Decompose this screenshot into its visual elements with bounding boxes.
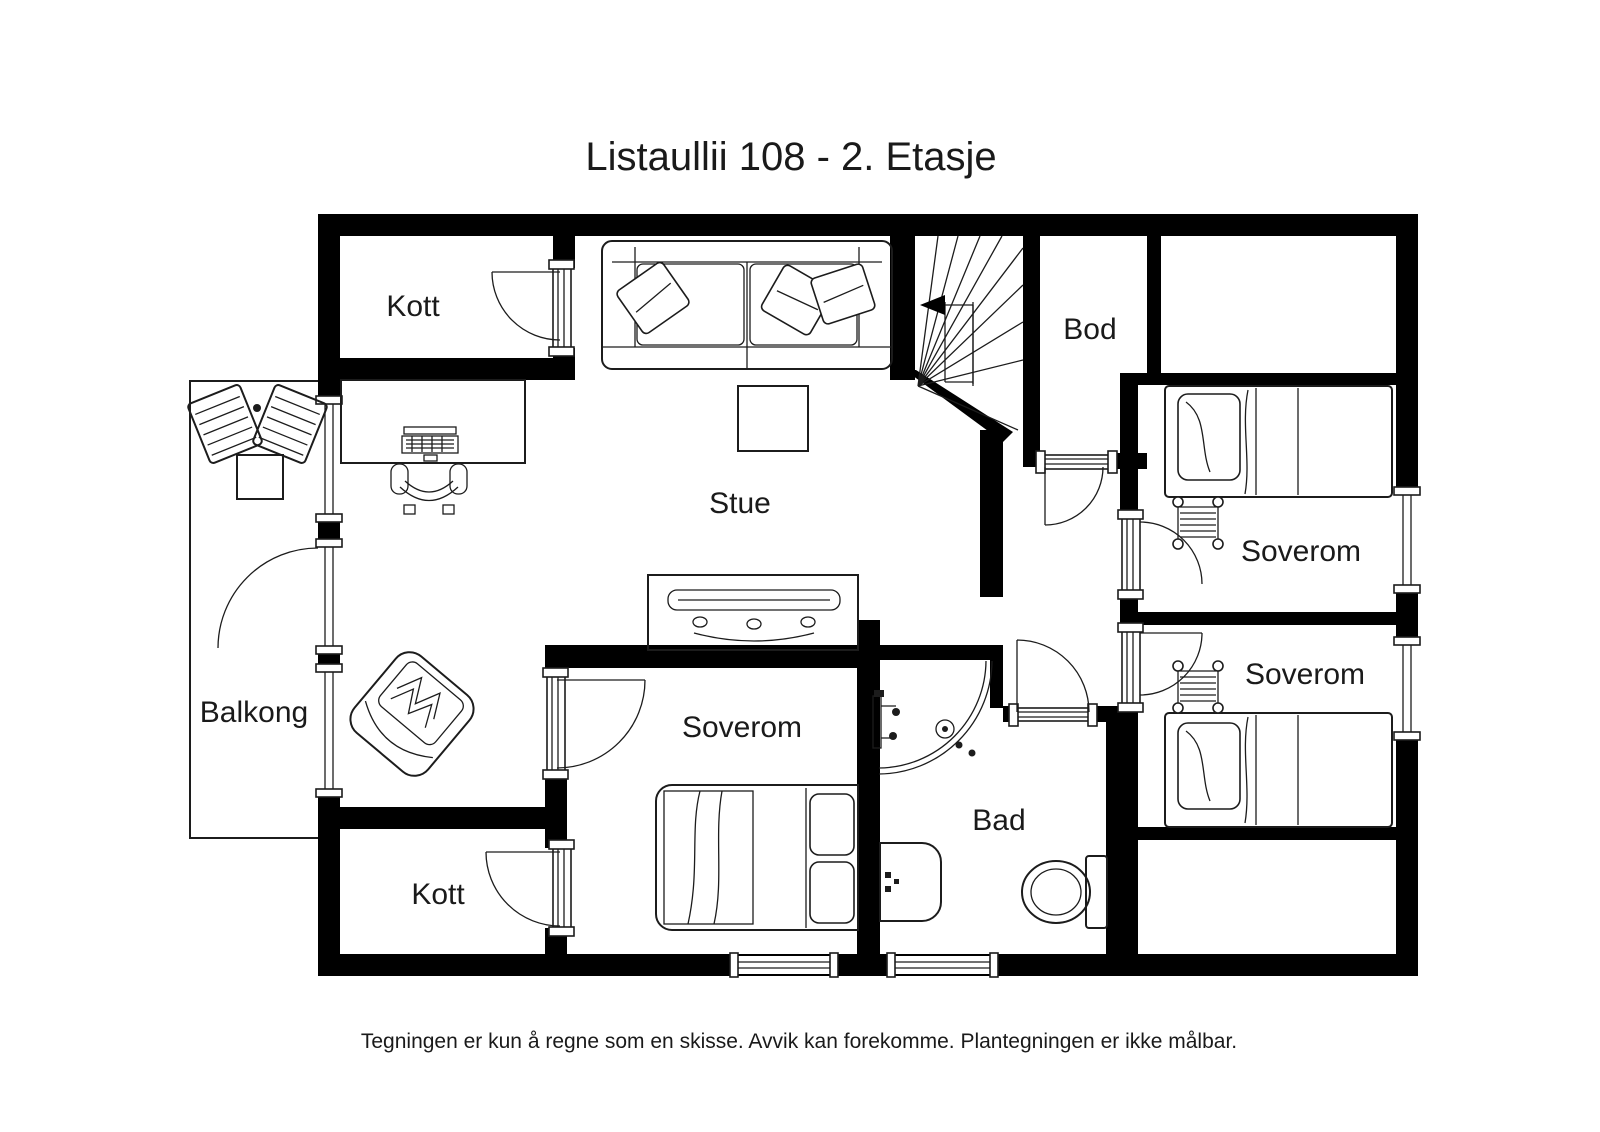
- radiator-upper: [1172, 496, 1224, 550]
- bod-door: [1035, 450, 1118, 526]
- room-label-balkong: Balkong: [200, 696, 308, 729]
- room-label-soverom-upper: Soverom: [1241, 535, 1361, 568]
- balcony-door: [217, 538, 343, 655]
- bathroom-window: [886, 952, 999, 978]
- room-label-soverom-lower: Soverom: [1245, 658, 1365, 691]
- disclaimer-text: Tegningen er kun å regne som en skisse. …: [361, 1030, 1237, 1053]
- kott-bottom-door: [485, 839, 575, 937]
- master-bedroom-window: [729, 952, 839, 978]
- room-label-kott-top: Kott: [386, 290, 440, 323]
- room-label-stue: Stue: [709, 487, 771, 520]
- toilet: [1021, 855, 1108, 929]
- room-label-bad: Bad: [972, 804, 1025, 837]
- shower: [872, 660, 993, 775]
- radiator-lower: [1172, 660, 1224, 714]
- windows: [315, 395, 1421, 978]
- sink: [879, 842, 942, 922]
- stair-direction-arrow: [920, 295, 974, 384]
- exterior-walls: [318, 214, 1418, 976]
- laptop: [401, 426, 459, 462]
- sofa-pillow-1: [616, 261, 690, 335]
- bad-door: [1008, 639, 1098, 727]
- tv-bench: [647, 574, 859, 651]
- lounger-knob: [253, 404, 261, 412]
- balcony-table: [236, 454, 284, 500]
- sun-lounger-2: [252, 384, 328, 464]
- soverom-lower-door: [1117, 622, 1203, 713]
- coffee-table: [737, 385, 809, 452]
- doors: [217, 259, 1203, 937]
- interior-walls: [318, 214, 1396, 958]
- single-bed-lower: [1164, 712, 1393, 828]
- office-chair: [390, 463, 468, 515]
- room-label-soverom-main: Soverom: [682, 711, 802, 744]
- kott-top-door: [491, 259, 575, 357]
- sofa-pillow-3: [810, 263, 876, 325]
- soverom-upper-door: [1117, 509, 1203, 600]
- balcony-window-upper: [315, 395, 343, 523]
- staircase: [917, 235, 1024, 431]
- desk: [340, 379, 526, 464]
- sofa: [601, 240, 893, 370]
- master-bedroom-door: [542, 667, 646, 780]
- room-label-bod: Bod: [1063, 313, 1116, 346]
- bedroom-window-lower: [1393, 636, 1421, 741]
- double-bed: [655, 784, 859, 931]
- room-label-kott-bottom: Kott: [411, 878, 465, 911]
- balcony-window-lower: [315, 663, 343, 798]
- bedroom-window-upper: [1393, 486, 1421, 594]
- page-title: Listaullii 108 - 2. Etasje: [585, 135, 996, 179]
- armchair: [349, 651, 475, 777]
- balcony-outline: [189, 380, 318, 839]
- sun-lounger-1: [187, 384, 263, 464]
- shower-fixture: [872, 690, 900, 749]
- room-labels: Kott Stue Bod Soverom Soverom Soverom Ba…: [200, 290, 1365, 911]
- single-bed-upper: [1164, 385, 1393, 498]
